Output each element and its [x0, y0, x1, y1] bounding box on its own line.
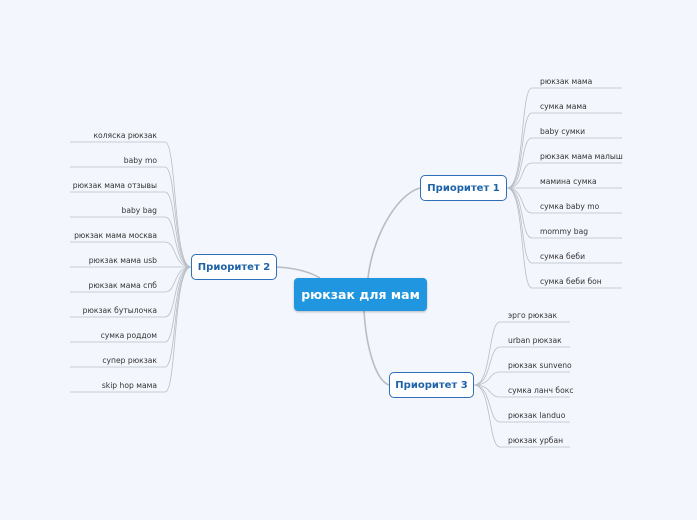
- leaf-topic[interactable]: сумка роддом: [100, 331, 157, 340]
- link-central-to-priority-2: [276, 266, 321, 279]
- leaf-connector: [164, 241, 192, 268]
- leaf-topic[interactable]: коляска рюкзак: [93, 131, 157, 140]
- leaf-connector: [473, 384, 501, 448]
- leaf-topic[interactable]: рюкзак мама usb: [88, 256, 157, 265]
- leaf-topic[interactable]: mommy bag: [540, 227, 589, 236]
- leaf-topic[interactable]: skip hop мама: [101, 381, 157, 390]
- central-topic[interactable]: рюкзак для мам: [294, 278, 427, 311]
- leaf-connector: [164, 166, 192, 268]
- link-central-to-priority-3: [363, 310, 390, 386]
- leaf-connector: [506, 187, 533, 264]
- leaf-topic[interactable]: эрго рюкзак: [508, 311, 558, 320]
- leaf-topic[interactable]: рюкзак мама спб: [88, 281, 158, 290]
- leaf-topic[interactable]: baby mo: [123, 156, 157, 165]
- leaf-topic[interactable]: сумка ланч бокс: [508, 386, 574, 395]
- leaf-topic[interactable]: сумка baby mo: [540, 202, 600, 211]
- leaf-connector: [473, 321, 501, 386]
- leaf-connector: [473, 384, 501, 398]
- leaf-topic[interactable]: сумка беби: [540, 252, 586, 261]
- link-central-to-priority-1: [367, 187, 421, 279]
- leaf-connector: [473, 371, 501, 386]
- leaf-connector: [164, 191, 192, 268]
- leaf-topic[interactable]: супер рюкзак: [102, 356, 157, 365]
- leaf-topic[interactable]: сумка беби бон: [540, 277, 602, 286]
- leaf-topic[interactable]: baby сумки: [540, 127, 586, 136]
- leaf-topic[interactable]: рюкзак урбан: [508, 436, 564, 445]
- leaf-topic[interactable]: сумка мама: [540, 102, 587, 111]
- leaf-connector: [506, 112, 533, 189]
- leaf-topic[interactable]: рюкзак бутылочка: [82, 306, 157, 315]
- leaf-topic[interactable]: рюкзак мама отзывы: [72, 181, 157, 190]
- leaf-connector: [164, 216, 192, 268]
- leaf-topic[interactable]: рюкзак мама москва: [74, 231, 157, 240]
- leaf-topic[interactable]: рюкзак landuo: [508, 411, 566, 420]
- leaf-topic[interactable]: baby bag: [121, 206, 158, 215]
- main-topic-label: Приоритет 3: [395, 379, 468, 391]
- leaf-connector: [164, 266, 192, 293]
- leaf-connector: [506, 162, 533, 189]
- leaf-topic[interactable]: мамина сумка: [540, 177, 597, 186]
- leaf-topic[interactable]: рюкзак sunveno: [508, 361, 572, 370]
- leaf-topic[interactable]: urban рюкзак: [508, 336, 562, 345]
- leaf-connector: [164, 266, 192, 393]
- leaf-connector: [506, 187, 533, 289]
- main-topic-priority-3[interactable]: Приоритет 3: [389, 372, 474, 398]
- main-topic-priority-1[interactable]: Приоритет 1: [420, 175, 507, 201]
- central-topic-label: рюкзак для мам: [301, 287, 420, 302]
- main-topic-label: Приоритет 2: [197, 261, 271, 273]
- leaf-topic[interactable]: рюкзак мама малыш: [540, 152, 623, 161]
- leaf-connector: [164, 141, 192, 268]
- main-topic-priority-2[interactable]: Приоритет 2: [191, 254, 277, 280]
- leaf-topic[interactable]: рюкзак мама: [540, 77, 593, 86]
- leaf-connector: [506, 137, 533, 189]
- leaf-connector: [506, 87, 533, 189]
- leaf-connector: [473, 346, 501, 386]
- main-topic-label: Приоритет 1: [427, 182, 500, 194]
